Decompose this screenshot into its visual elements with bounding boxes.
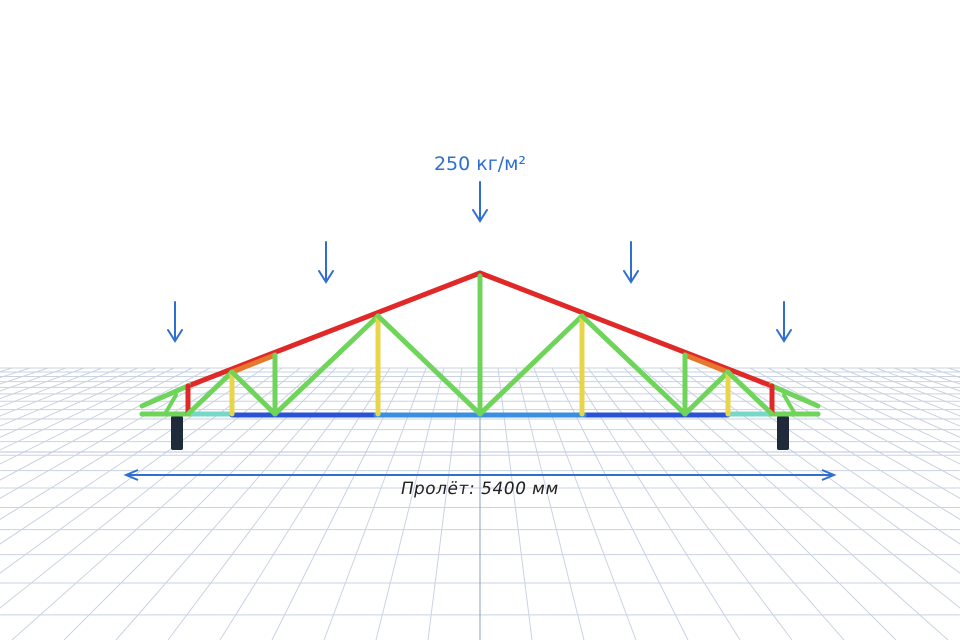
left-support bbox=[171, 416, 183, 450]
grid-line bbox=[785, 367, 960, 451]
grid-line bbox=[515, 367, 585, 640]
grid-line bbox=[0, 367, 139, 427]
web-left-7 bbox=[375, 313, 483, 417]
top-chord-right-segment bbox=[682, 352, 731, 375]
grid-line bbox=[0, 367, 265, 545]
grid-line bbox=[623, 367, 897, 640]
grid-line bbox=[0, 367, 121, 417]
grid-line bbox=[0, 367, 301, 609]
load-arrows bbox=[167, 181, 792, 343]
load-arrow-icon bbox=[318, 241, 334, 284]
load-arrow-icon bbox=[472, 181, 488, 223]
grid-line bbox=[605, 367, 845, 640]
grid-line bbox=[821, 367, 960, 427]
grid-line bbox=[803, 367, 960, 438]
load-label: 250 кг/м² bbox=[434, 153, 526, 175]
grid-line bbox=[533, 367, 637, 640]
web-left-1 bbox=[185, 369, 235, 417]
grid-line bbox=[0, 367, 211, 481]
load-arrow-icon bbox=[167, 301, 183, 343]
grid-line bbox=[375, 367, 445, 640]
span-arrow-left-head bbox=[123, 469, 139, 481]
load-arrow-icon bbox=[623, 241, 639, 284]
grid-line bbox=[271, 367, 409, 640]
grid-line bbox=[839, 367, 960, 417]
web-left-3 bbox=[229, 369, 278, 417]
span-dimension bbox=[123, 469, 837, 481]
span-label: Пролёт: 5400 мм bbox=[399, 479, 561, 499]
grid-line bbox=[323, 367, 427, 640]
load-arrow-icon bbox=[776, 301, 792, 343]
grid-line bbox=[115, 367, 355, 640]
grid-line bbox=[0, 367, 67, 392]
grid-line bbox=[767, 367, 960, 465]
web-right-1 bbox=[725, 369, 775, 417]
grid-line bbox=[569, 367, 741, 640]
web-right-7 bbox=[477, 313, 585, 417]
grid-line bbox=[713, 367, 960, 520]
truss bbox=[139, 270, 821, 418]
span-arrow-right-head bbox=[821, 469, 837, 481]
left-overhang-brace bbox=[163, 393, 178, 416]
grid-line bbox=[551, 367, 689, 640]
web-right-5 bbox=[579, 313, 688, 417]
top-chord-right bbox=[477, 270, 775, 389]
right-overhang-brace bbox=[782, 393, 797, 416]
web-left-5 bbox=[272, 313, 381, 417]
grid-line bbox=[63, 367, 337, 640]
grid-line bbox=[749, 367, 960, 481]
grid-line bbox=[0, 367, 175, 451]
right-support bbox=[777, 416, 789, 450]
grid-line bbox=[893, 367, 960, 392]
top-chord-left-segment bbox=[229, 352, 278, 375]
grid-line bbox=[695, 367, 960, 545]
grid-line bbox=[0, 367, 157, 438]
grid-line bbox=[219, 367, 391, 640]
grid-line bbox=[0, 367, 193, 465]
web-right-3 bbox=[682, 369, 731, 417]
grid-line bbox=[0, 367, 247, 520]
grid-line bbox=[427, 367, 463, 640]
grid-line bbox=[497, 367, 533, 640]
top-chord-left bbox=[185, 270, 483, 389]
supports bbox=[171, 416, 789, 450]
grid-line bbox=[659, 367, 960, 609]
